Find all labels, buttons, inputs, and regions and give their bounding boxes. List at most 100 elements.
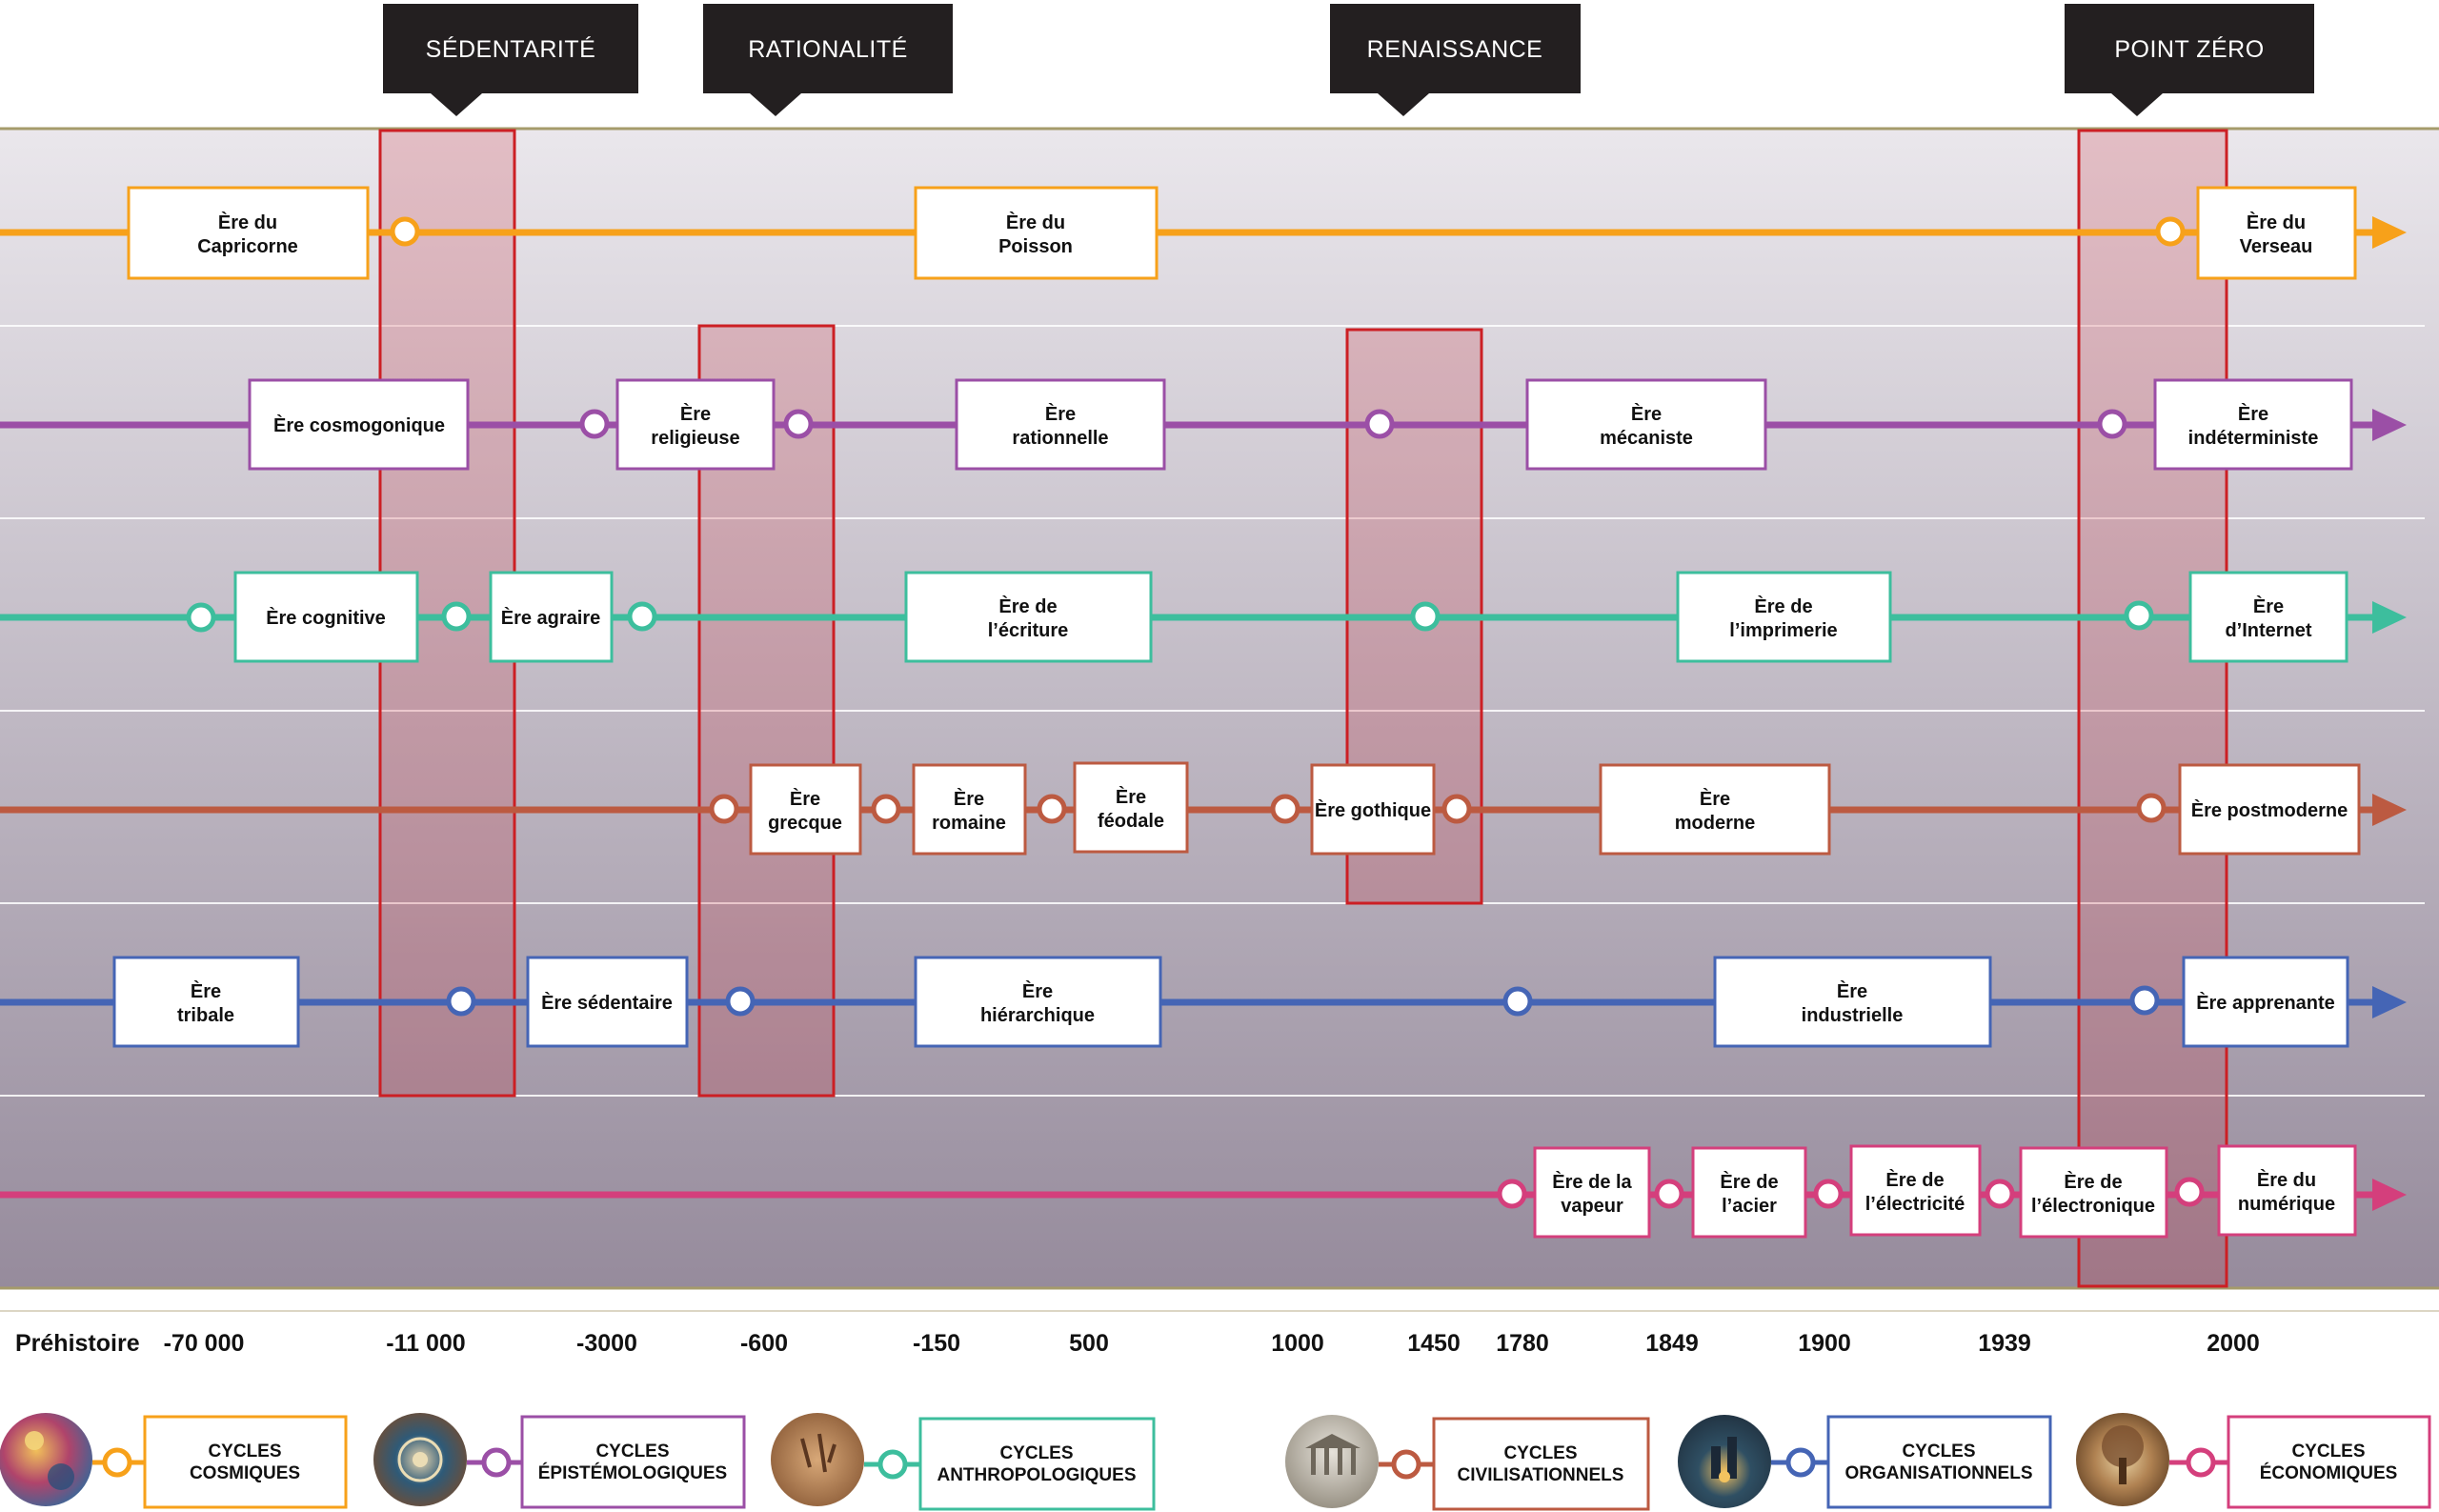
era-box: Ère postmoderne xyxy=(2178,763,2361,856)
year-label: 1000 xyxy=(1271,1330,1324,1357)
era-box: Ère industrielle xyxy=(1713,956,1992,1048)
era-label: tribale xyxy=(177,1005,234,1026)
era-box: Ère de l’électronique xyxy=(2019,1146,2168,1239)
transition-marker xyxy=(725,986,756,1017)
era-box: Ère indéterministe xyxy=(2153,378,2353,471)
legend-marker xyxy=(481,1447,512,1478)
era-label: moderne xyxy=(1675,813,1755,834)
era-box: Ère d’Internet xyxy=(2188,571,2348,663)
transition-marker xyxy=(709,794,739,824)
transition-marker xyxy=(2155,216,2186,247)
transition-marker xyxy=(783,409,814,439)
lane-epistemological-cycles: Ère cosmogonique Ère religieuse Ère rati… xyxy=(0,378,2407,471)
temple-illustration-icon xyxy=(1285,1415,1379,1508)
era-label: Ère du xyxy=(2257,1169,2316,1191)
legend-label: CYCLES xyxy=(1503,1443,1577,1463)
transition-marker xyxy=(2124,600,2154,631)
legend-item: CYCLES ÉPISTÉMOLOGIQUES xyxy=(373,1413,746,1509)
lane-economic-cycles: Ère de la vapeur Ère de l’acier Ère de l… xyxy=(0,1144,2407,1239)
era-label: l’acier xyxy=(1722,1196,1777,1217)
period-label: RATIONALITÉ xyxy=(748,35,908,63)
era-label: Poisson xyxy=(998,236,1073,257)
year-label: -3000 xyxy=(576,1330,637,1357)
highlight-band-point-zero xyxy=(2077,129,2228,1288)
transition-marker xyxy=(1985,1179,2015,1209)
legend-label: CYCLES xyxy=(1902,1441,1975,1462)
era-label: Ère sédentaire xyxy=(541,992,673,1014)
legend-marker xyxy=(1391,1449,1421,1480)
period-callout: RENAISSANCE xyxy=(1330,4,1581,116)
era-label: grecque xyxy=(768,813,842,834)
transition-marker xyxy=(2136,793,2167,823)
era-label: Ère cognitive xyxy=(266,607,386,629)
era-box: Ère tribale xyxy=(112,956,300,1048)
era-label: numérique xyxy=(2238,1194,2335,1215)
era-label: Ère xyxy=(2238,403,2268,425)
era-label: vapeur xyxy=(1561,1196,1623,1217)
legend-item: CYCLES ORGANISATIONNELS xyxy=(1678,1415,2052,1509)
era-label: indéterministe xyxy=(2188,428,2319,449)
era-label: féodale xyxy=(1098,811,1164,832)
era-label: l’écriture xyxy=(988,620,1068,641)
legend-label: CIVILISATIONNELS xyxy=(1458,1465,1624,1485)
era-box: Ère cosmogonique xyxy=(248,378,470,471)
year-label: 500 xyxy=(1069,1330,1109,1357)
transition-marker xyxy=(1270,794,1300,824)
legend-label: ANTHROPOLOGIQUES xyxy=(937,1465,1136,1485)
year-label: -11 000 xyxy=(386,1330,465,1357)
era-label: Ère du xyxy=(2247,212,2306,233)
era-label: Ère de la xyxy=(1552,1171,1632,1193)
era-box: Ère hiérarchique xyxy=(914,956,1162,1048)
transition-marker xyxy=(1410,601,1441,632)
era-label: religieuse xyxy=(651,428,739,449)
era-label: Ère xyxy=(191,980,221,1002)
lane-organizational-cycles: Ère tribale Ère sédentaire Ère hiérarchi… xyxy=(0,956,2407,1048)
era-box: Ère de l’acier xyxy=(1691,1146,1807,1239)
legend-item: CYCLES CIVILISATIONNELS xyxy=(1285,1415,1650,1511)
year-label: 1939 xyxy=(1978,1330,2031,1357)
transition-marker xyxy=(2174,1177,2205,1207)
period-callout: RATIONALITÉ xyxy=(703,4,953,116)
legend-item: CYCLES COSMIQUES xyxy=(0,1413,348,1509)
era-label: Ère postmoderne xyxy=(2191,799,2348,821)
transition-marker xyxy=(1502,986,1533,1017)
era-label: Ère de xyxy=(2064,1171,2122,1193)
transition-marker xyxy=(1497,1179,1527,1209)
era-label: Ère cosmogonique xyxy=(273,414,445,436)
era-label: Verseau xyxy=(2240,236,2313,257)
era-label: d’Internet xyxy=(2225,620,2311,641)
legend-marker xyxy=(877,1449,908,1480)
era-label: Ère xyxy=(1116,786,1146,808)
era-box: Ère grecque xyxy=(749,763,862,856)
legend-label: CYCLES xyxy=(2291,1441,2365,1462)
year-label: -600 xyxy=(740,1330,788,1357)
era-box: Ère de l’électricité xyxy=(1849,1144,1982,1237)
era-label: Ère xyxy=(790,788,820,810)
era-label: Ère xyxy=(1837,980,1867,1002)
year-axis: Préhistoire -70 000 -11 000 -3000 -600 -… xyxy=(15,1330,2260,1357)
arrow-head-icon xyxy=(2372,794,2407,826)
period-callout: SÉDENTARITÉ xyxy=(383,4,638,116)
era-box: Ère de la vapeur xyxy=(1533,1146,1651,1239)
year-label: 1780 xyxy=(1496,1330,1549,1357)
era-box: Ère moderne xyxy=(1599,763,1831,856)
city-illustration-icon xyxy=(1678,1415,1771,1508)
legend: CYCLES COSMIQUES CYCLES ÉPISTÉMOLOGIQUES xyxy=(0,1413,2431,1511)
era-label: Ère xyxy=(1700,788,1730,810)
astrolabe-illustration-icon xyxy=(373,1413,467,1506)
era-label: l’imprimerie xyxy=(1729,620,1837,641)
era-box: Ère rationnelle xyxy=(955,378,1166,471)
arrow-head-icon xyxy=(2372,1179,2407,1211)
transition-marker xyxy=(1364,409,1395,439)
transition-marker xyxy=(627,601,657,632)
legend-item: CYCLES ANTHROPOLOGIQUES xyxy=(771,1413,1156,1511)
cosmic-illustration-icon xyxy=(0,1413,92,1506)
legend-marker xyxy=(102,1447,132,1478)
era-label: Ère xyxy=(1022,980,1053,1002)
era-label: Ère du xyxy=(218,212,277,233)
era-box: Ère du Verseau xyxy=(2196,186,2357,280)
era-label: Ère xyxy=(954,788,984,810)
era-label: Ère xyxy=(1631,403,1662,425)
period-label: RENAISSANCE xyxy=(1367,36,1543,63)
era-label: Ère de xyxy=(1885,1169,1944,1191)
